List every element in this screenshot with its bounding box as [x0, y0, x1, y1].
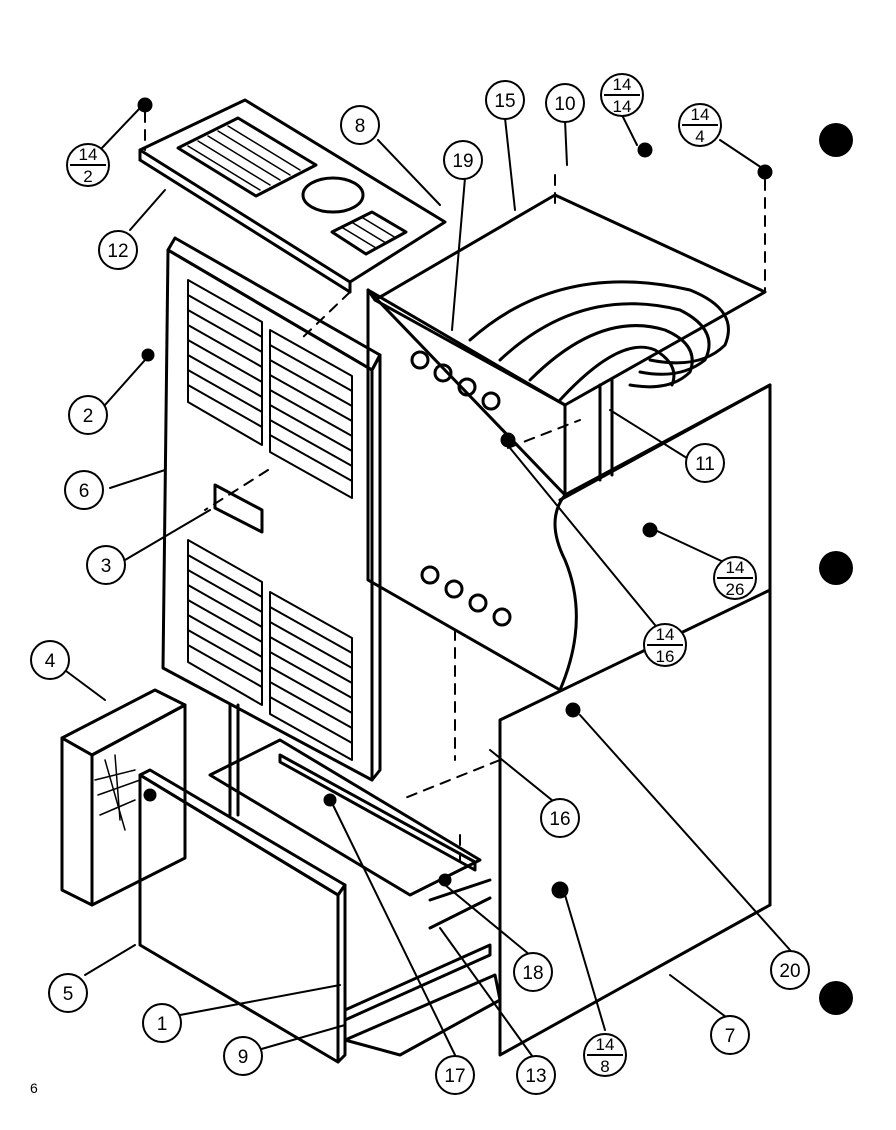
callout-17-text: 17 [444, 1066, 465, 1087]
callout-14-16-den: 16 [656, 647, 675, 666]
callout-14-8: 14 8 [583, 1033, 627, 1077]
callout-14-26: 14 26 [713, 556, 757, 600]
callout-13-text: 13 [525, 1066, 546, 1087]
callout-14-14: 14 14 [600, 73, 644, 117]
inner-partition-panel-part-19 [366, 288, 578, 692]
callout-14-14-num: 14 [613, 75, 632, 94]
callout-9-text: 9 [238, 1047, 249, 1068]
callout-18: 18 [513, 952, 553, 992]
callout-5-text: 5 [63, 984, 74, 1005]
callout-14-8-den: 8 [600, 1057, 609, 1076]
callout-1: 1 [142, 1003, 182, 1043]
callout-10-text: 10 [554, 94, 575, 115]
callout-19: 19 [443, 140, 483, 180]
callout-7: 7 [710, 1015, 750, 1055]
callout-12: 12 [98, 230, 138, 270]
top-panel-part-12 [138, 98, 447, 294]
callout-14-16-num: 14 [656, 625, 675, 644]
label-plate-part-3 [213, 483, 264, 534]
front-louvered-panel-part-6 [161, 236, 382, 782]
callout-14-14-den: 14 [613, 97, 632, 116]
lower-front-panel-part-5 [138, 768, 347, 1064]
callout-20: 20 [770, 950, 810, 990]
callout-6-text: 6 [79, 481, 90, 502]
callout-4-text: 4 [45, 651, 56, 672]
callout-13: 13 [516, 1055, 556, 1095]
callout-14-4-num: 14 [691, 105, 710, 124]
callout-14-4-den: 4 [695, 127, 704, 146]
callout-8-text: 8 [355, 116, 366, 137]
callout-14-16: 14 16 [643, 623, 687, 667]
binder-hole-bottom [819, 981, 853, 1015]
callout-5: 5 [48, 973, 88, 1013]
callout-19-text: 19 [452, 151, 473, 172]
callout-15-text: 15 [494, 91, 515, 112]
callout-2-text: 2 [83, 406, 94, 427]
base-rails [208, 703, 502, 1057]
callout-14-2-num: 14 [79, 145, 98, 164]
callout-17: 17 [435, 1055, 475, 1095]
callout-15: 15 [485, 80, 525, 120]
callout-16: 16 [540, 798, 580, 838]
callout-8: 8 [340, 105, 380, 145]
callout-3: 3 [86, 545, 126, 585]
callout-18-text: 18 [522, 963, 543, 984]
callout-3-text: 3 [101, 556, 112, 577]
callout-14-8-num: 14 [596, 1035, 615, 1054]
alignment-lines [144, 111, 766, 861]
callout-14-2: 14 2 [66, 143, 110, 187]
callout-9: 9 [223, 1036, 263, 1076]
callout-4: 4 [30, 640, 70, 680]
callout-10: 10 [545, 83, 585, 123]
filter-part-4 [60, 688, 187, 907]
callout-6: 6 [64, 470, 104, 510]
callout-11-text: 11 [695, 454, 715, 475]
callout-7-text: 7 [725, 1026, 736, 1047]
callout-2: 2 [68, 395, 108, 435]
binder-hole-middle [819, 551, 853, 585]
page-number: 6 [30, 1080, 38, 1096]
callout-12-text: 12 [107, 241, 128, 262]
callout-11: 11 [685, 443, 725, 483]
callout-20-text: 20 [779, 961, 800, 982]
fasteners [137, 97, 773, 899]
callout-14-2-den: 2 [83, 167, 92, 186]
binder-hole-top [819, 123, 853, 157]
callout-1-text: 1 [157, 1014, 168, 1035]
callout-16-text: 16 [549, 809, 570, 830]
callout-14-26-num: 14 [726, 558, 745, 577]
callout-14-26-den: 26 [726, 580, 745, 599]
leader-lines [61, 107, 791, 1061]
callout-14-4: 14 4 [678, 103, 722, 147]
